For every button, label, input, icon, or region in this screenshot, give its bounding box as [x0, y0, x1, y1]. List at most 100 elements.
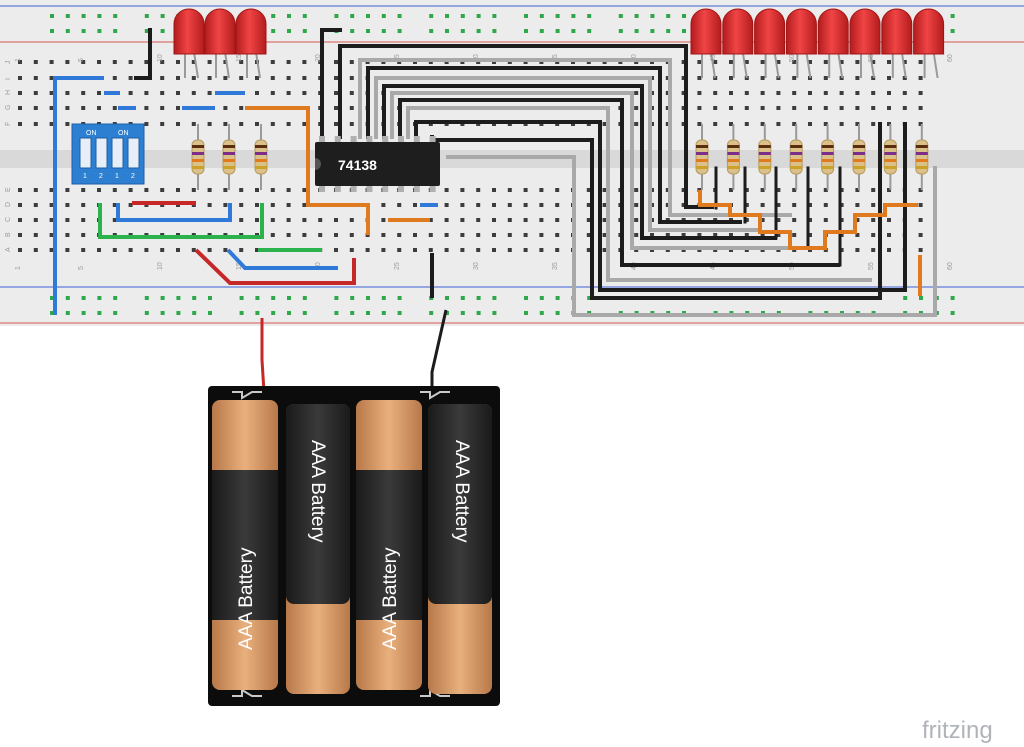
- breadboard-hole: [33, 122, 38, 126]
- rail-hole: [113, 29, 118, 33]
- breadboard-hole: [902, 91, 907, 95]
- breadboard-hole: [823, 76, 828, 80]
- breadboard-hole: [634, 188, 639, 192]
- breadboard-hole: [239, 218, 244, 222]
- breadboard-hole: [918, 60, 923, 64]
- chip-pins: [319, 136, 436, 192]
- rail-hole: [160, 296, 165, 300]
- breadboard-hole: [839, 188, 844, 192]
- breadboard-hole: [65, 91, 70, 95]
- rail-hole: [571, 29, 576, 33]
- resistor-band: [853, 152, 865, 155]
- led-lead: [255, 51, 261, 79]
- breadboard-hole: [112, 76, 117, 80]
- wire-gray: [374, 76, 762, 232]
- ic-74138[interactable]: 74138: [315, 136, 440, 192]
- breadboard-hole: [239, 122, 244, 126]
- chip-body: [315, 142, 440, 186]
- breadboard-hole: [760, 188, 765, 192]
- breadboard-hole: [223, 122, 228, 126]
- rail-hole: [334, 14, 339, 18]
- breadboard-hole: [602, 248, 607, 252]
- dip-switch[interactable]: ON ON 1 2 1 2: [71, 123, 145, 185]
- breadboard-hole: [792, 60, 797, 64]
- dip-toggle[interactable]: [127, 137, 140, 169]
- resistor-band: [192, 152, 204, 155]
- rail-hole: [113, 14, 118, 18]
- breadboard-hole: [476, 203, 481, 207]
- breadboard-hole: [760, 76, 765, 80]
- rail-hole: [144, 296, 149, 300]
- breadboard-hole: [65, 233, 70, 237]
- resistor-band: [884, 166, 897, 169]
- resistor: [254, 124, 268, 190]
- breadboard-hole: [65, 248, 70, 252]
- breadboard-hole: [239, 76, 244, 80]
- breadboard-hole: [792, 233, 797, 237]
- dip-toggle[interactable]: [79, 137, 92, 169]
- resistor-band: [790, 159, 803, 162]
- rail-hole: [302, 14, 307, 18]
- red-wires: [132, 201, 356, 285]
- battery-holder: [208, 386, 500, 706]
- breadboard-hole: [539, 233, 544, 237]
- rail-hole: [366, 29, 370, 33]
- breadboard-hole: [112, 60, 117, 64]
- breadboard-hole: [318, 218, 323, 222]
- breadboard-hole: [839, 60, 844, 64]
- breadboard-hole: [302, 122, 307, 126]
- breadboard-hole: [128, 248, 133, 252]
- rail-hole: [460, 311, 465, 315]
- wire-black: [320, 28, 342, 139]
- wire-black: [382, 84, 777, 240]
- breadboard-hole: [81, 60, 86, 64]
- resistor: [883, 124, 897, 190]
- breadboard-hole: [144, 106, 149, 110]
- breadboard-hole: [97, 188, 101, 192]
- resistor-body: [222, 139, 236, 175]
- resistor-band: [192, 159, 204, 162]
- dip-toggle[interactable]: [111, 137, 124, 169]
- breadboard-hole: [413, 233, 417, 237]
- resistor-band: [727, 159, 740, 162]
- rail-hole: [571, 14, 576, 18]
- rail-hole: [271, 311, 276, 315]
- rail-hole: [618, 29, 623, 33]
- breadboard-hole: [365, 248, 370, 252]
- led-dome: [785, 8, 817, 55]
- breadboard-hole: [871, 188, 876, 192]
- breadboard-hole: [855, 218, 860, 222]
- breadboard-hole: [823, 60, 828, 64]
- breadboard-hole: [507, 188, 512, 192]
- resistor-band: [255, 159, 267, 162]
- breadboard-hole: [744, 203, 749, 207]
- resistor-band: [821, 145, 834, 148]
- breadboard-hole: [49, 203, 54, 207]
- breadboard-hole: [539, 218, 544, 222]
- breadboard-hole: [65, 60, 70, 64]
- battery-pack: AAA Battery AAA Battery AAA Battery AAA …: [208, 386, 500, 706]
- breadboard-hole: [855, 248, 860, 252]
- rail-hole: [524, 29, 528, 33]
- resistor: [852, 124, 866, 190]
- rail-hole: [634, 29, 639, 33]
- wire-orange: [245, 106, 370, 235]
- breadboard-hole: [476, 188, 481, 192]
- column-label: 30: [473, 262, 480, 270]
- chip-pin: [350, 185, 357, 192]
- rail-hole: [366, 311, 370, 315]
- dip-toggle[interactable]: [95, 137, 108, 169]
- breadboard-hole: [160, 122, 165, 126]
- breadboard-hole: [555, 188, 560, 192]
- breadboard-hole: [808, 60, 812, 64]
- breadboard-hole: [539, 203, 544, 207]
- dip-pin-label: 1: [83, 173, 87, 180]
- breadboard-hole: [839, 203, 844, 207]
- breadboard-hole: [823, 188, 828, 192]
- breadboard-hole: [349, 60, 354, 64]
- rail-hole: [682, 29, 686, 33]
- resistor-band: [223, 152, 235, 155]
- breadboard-hole: [918, 203, 923, 207]
- breadboard-hole: [792, 122, 797, 126]
- resistor-band: [727, 166, 740, 169]
